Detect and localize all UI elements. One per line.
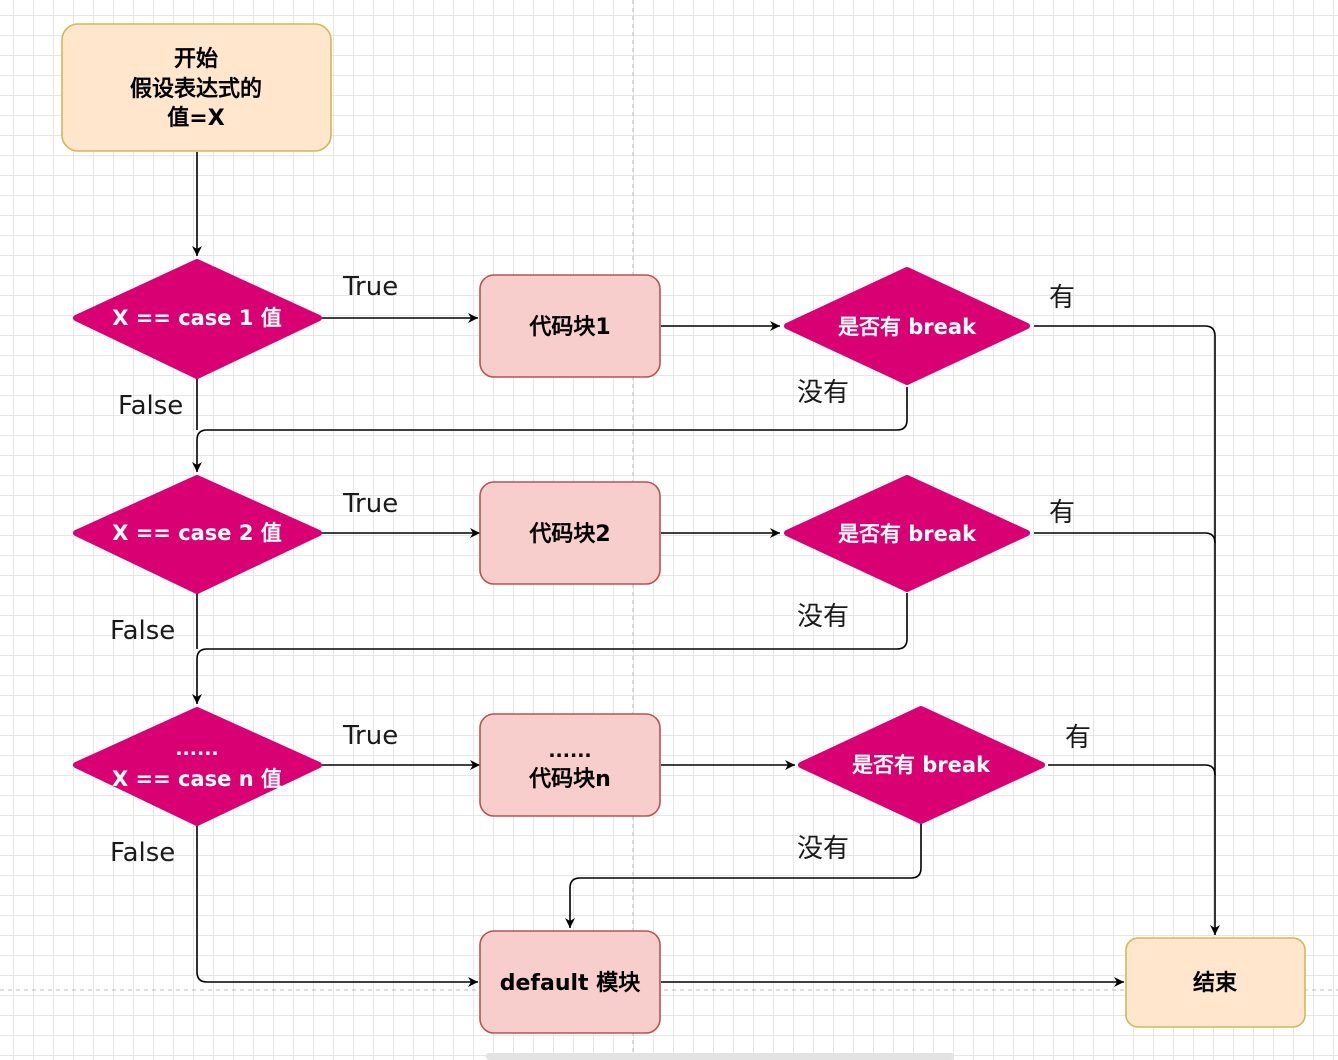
code-block-2[interactable]: [479, 481, 661, 585]
code-block-1-label: 代码块1: [528, 315, 610, 340]
edge-breakn-has: [1048, 764, 1216, 776]
end-node[interactable]: [1125, 937, 1306, 1028]
edge-break1-none: [192, 387, 908, 472]
decision-breakn-label: 是否有 break: [852, 753, 991, 777]
edge-label-none-2: 没有: [797, 602, 849, 632]
decision-casen[interactable]: [73, 707, 322, 826]
default-block-label: default 模块: [500, 971, 641, 996]
edge-break2-none: [192, 593, 908, 704]
horizontal-scrollbar[interactable]: [486, 1053, 954, 1060]
code-block-n[interactable]: [479, 713, 661, 817]
decision-breakn[interactable]: [798, 706, 1045, 824]
edge-label-has-2: 有: [1049, 498, 1075, 528]
decision-break2-label: 是否有 break: [838, 522, 977, 546]
edge-label-true-1: True: [342, 272, 398, 302]
decision-casen-label: X == case n 值: [112, 767, 282, 791]
start-node[interactable]: [61, 23, 332, 152]
edge-label-none-1: 没有: [797, 378, 849, 408]
edge-casen-false: [196, 825, 478, 987]
decision-case1[interactable]: [73, 259, 322, 379]
start-node-line-1: 开始: [174, 46, 218, 72]
code-block-n-dots: ......: [548, 740, 591, 762]
code-block-2-label: 代码块2: [528, 522, 610, 547]
decision-case1-label: X == case 1 值: [112, 306, 282, 330]
default-block[interactable]: [479, 930, 661, 1034]
start-node-line-3: 值=X: [167, 105, 224, 131]
code-block-n-label: 代码块n: [528, 767, 611, 792]
edge-label-false-n: False: [110, 838, 175, 868]
edge-label-true-2: True: [342, 489, 398, 519]
edge-label-none-n: 没有: [797, 834, 849, 864]
decision-break2[interactable]: [784, 475, 1030, 592]
edge-label-false-1: False: [118, 391, 183, 421]
decision-case2-label: X == case 2 值: [112, 521, 282, 545]
edge-break2-has: [1034, 532, 1216, 544]
start-node-line-2: 假设表达式的: [130, 76, 262, 102]
edge-label-has-n: 有: [1065, 723, 1091, 753]
edge-label-true-n: True: [342, 721, 398, 751]
edges: [192, 152, 1220, 987]
decision-break1-label: 是否有 break: [838, 315, 977, 339]
decision-break1[interactable]: [784, 267, 1030, 385]
edge-breakn-none: [565, 824, 922, 928]
edge-label-false-2: False: [110, 616, 175, 646]
edge-break1-has: [1034, 325, 1220, 935]
end-node-label: 结束: [1193, 970, 1238, 996]
decision-case2[interactable]: [73, 475, 322, 594]
decision-casen-dots: ......: [175, 738, 218, 760]
edge-label-has-1: 有: [1049, 283, 1075, 313]
code-block-1[interactable]: [479, 274, 661, 378]
